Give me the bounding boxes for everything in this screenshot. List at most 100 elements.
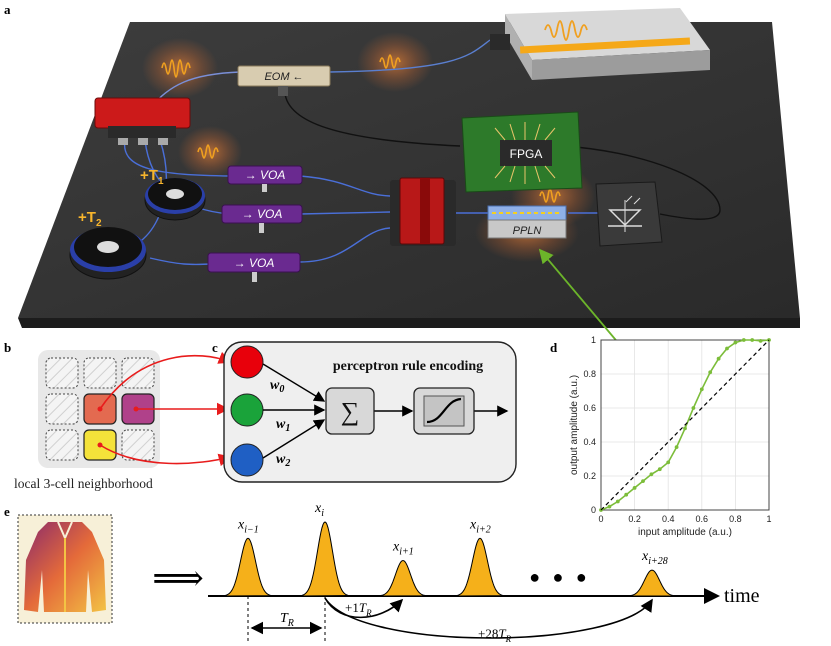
y-tick-label: 0.2 [583,471,596,481]
perceptron-diagram: perceptron rule encoding w0 w1 w2 ∑ [223,341,517,483]
x-axis-label: input amplitude (a.u.) [638,527,732,538]
weight-label-1: w1 [276,417,290,434]
photodetector [595,181,663,247]
delay-spool-t1 [144,178,206,221]
data-point [624,492,629,497]
delay-label-t1: +T1 [140,167,164,187]
delay-spool-t2 [69,227,147,280]
input-node-1 [230,393,264,427]
plot-border [600,339,770,511]
panel-label-c: c [212,340,218,355]
weight-label-0: w0 [270,378,284,395]
pulse [223,537,273,597]
pulse-wave [161,59,191,78]
fpga-label: FPGA [510,147,543,161]
ppln-to-plot-arrow [538,248,621,346]
pulse-label: xi+28 [641,549,668,567]
data-point [641,479,645,483]
data-point [607,504,612,509]
y-tick-label: 0.6 [583,403,596,413]
shift28-arrow [324,597,653,639]
shift1-label: +1TR [345,600,372,618]
panel-label-b: b [4,340,11,355]
fiber-splitter [94,97,191,145]
pulse-label: xi−1 [237,517,259,535]
data-point [666,460,671,465]
input-node-0 [230,345,264,379]
data-point [733,340,738,345]
sum-symbol: ∑ [341,397,360,426]
x-tick-label: 0.4 [662,514,675,524]
voa-attenuator-1: → VOA [227,165,303,192]
panel-label-a: a [4,2,11,17]
sum-block [325,387,375,435]
grid-cell [45,393,79,425]
jacket-image [17,514,113,624]
eom-label: EOM ← [264,71,303,83]
eom-modulator: EOM ← [237,65,331,96]
pulse-wave [197,144,219,159]
delay-label-t2: +T2 [78,209,102,229]
panel-label-d: d [550,340,558,355]
sigmoid-curve [426,397,462,424]
fiber-combiner [390,177,456,246]
data-point [649,472,654,477]
pulse-label: xi [314,501,324,519]
input-node-2 [230,443,264,477]
grid-cell [45,429,79,461]
x-tick-label: 0.2 [628,514,641,524]
optical-table-edge [18,318,800,328]
x-tick-label: 1 [766,514,771,524]
x-tick-label: 0 [598,514,603,524]
mapping-arrows [99,351,232,467]
data-point [657,467,662,472]
data-point [750,338,755,342]
data-point [725,346,729,351]
data-point [699,387,704,392]
data-point [632,486,637,490]
data-point [683,426,687,431]
grid-cell [121,357,155,389]
ellipsis: ● ● ● [529,567,591,587]
data-point [691,406,696,410]
grid-cell [83,357,117,389]
data-point [615,499,620,504]
data-point [741,338,746,342]
pulse-glow [142,38,218,98]
voa-attenuator-3: → VOA [207,252,301,282]
perceptron-title: perceptron rule encoding [333,359,483,374]
ppln-label: PPLN [513,225,542,237]
voa-attenuator-2: → VOA [221,204,303,233]
y-tick-label: 0 [591,505,596,515]
grid-cell [121,429,155,461]
laser-pulse-wave [544,20,588,41]
data-point [716,356,721,361]
neighborhood-grid [38,350,160,468]
weight-label-2: w2 [276,452,290,469]
pulse [300,521,350,597]
voa-label: → VOA [242,207,283,221]
shift28-label: +28TR [478,626,512,644]
pulse [455,537,505,597]
pulse-label: xi+1 [392,539,414,557]
y-axis-label: output amplitude (a.u.) [569,375,580,475]
data-point [708,370,713,375]
panel-label-e: e [4,504,10,519]
time-axis-label: time [724,585,760,607]
data-point [674,445,679,449]
y-tick-label: 1 [591,335,596,345]
optical-setup: EOM ← +T1 +T2 → VOA [18,8,800,346]
reference-line [600,339,770,511]
pulse-timeline: time ● ● ● xi−1xixi+1xi+2xi+28TR+1TR+28T… [208,501,760,644]
period-label: TR [280,611,294,629]
pulse-glow [357,32,433,92]
y-tick-label: 0.8 [583,369,596,379]
voa-label: → VOA [245,168,286,182]
data-point [758,338,763,343]
y-tick-label: 0.4 [583,437,596,447]
voa-label: → VOA [234,256,275,270]
neighborhood-caption: local 3-cell neighborhood [14,476,153,491]
fpga-board: FPGA [461,111,583,193]
